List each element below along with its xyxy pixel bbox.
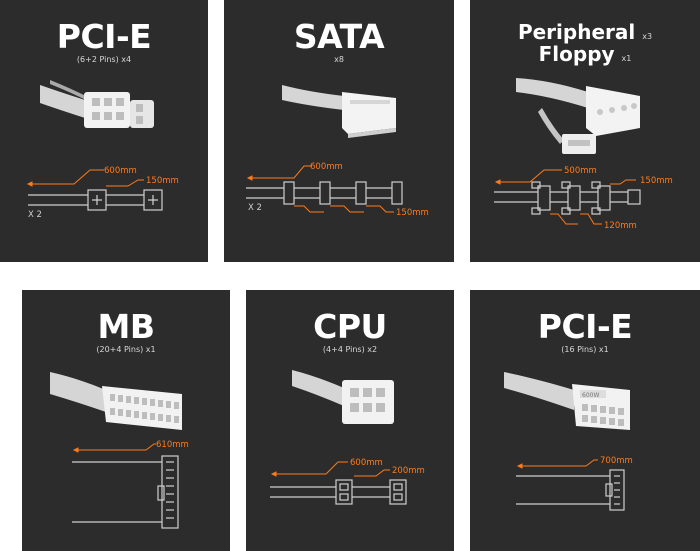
card-title: SATA <box>293 17 385 56</box>
cable-diagram: 500mm 150mm 120mm <box>494 78 673 231</box>
card-pcie-16pin: PCI-E (16 Pins) x1 600W 700mm <box>470 290 700 551</box>
length-mid-label: 120mm <box>604 221 637 231</box>
length-ext-label: 150mm <box>146 176 179 186</box>
card-title-floppy: Floppy x1 <box>470 44 700 64</box>
cable-diagram: 610mm <box>50 372 189 529</box>
card-sata: SATA x8 600mm 150mm X 2 <box>224 0 454 262</box>
card-subtitle: (4+4 Pins) x2 <box>322 345 378 354</box>
length-ext-label: 150mm <box>396 208 429 218</box>
floppy-label: Floppy <box>538 42 615 66</box>
cable-diagram: 600mm 150mm X 2 <box>26 80 179 220</box>
length-main-label: 600mm <box>310 162 343 172</box>
cable-diagram: 600mm 150mm X 2 <box>246 85 429 218</box>
card-title: MB <box>97 307 156 346</box>
length-main-label: 600mm <box>104 166 137 176</box>
card-pcie-8pin: PCI-E (6+2 Pins) x4 <box>0 0 208 262</box>
card-title: PCI-E <box>56 17 152 56</box>
connector-image <box>292 370 394 424</box>
floppy-count: x1 <box>621 54 632 63</box>
length-main-label: 500mm <box>564 166 597 176</box>
connector-image <box>50 372 182 430</box>
connector-image <box>282 85 396 138</box>
peripheral-label: Peripheral <box>517 20 636 44</box>
cable-diagram: 600W 700mm <box>504 372 633 511</box>
connector-image <box>516 78 640 154</box>
peripheral-count: x3 <box>642 32 653 41</box>
card-subtitle: (16 Pins) x1 <box>561 345 609 354</box>
card-subtitle: (6+2 Pins) x4 <box>76 55 132 64</box>
length-ext-label: 200mm <box>392 466 425 476</box>
connector-image: 600W <box>504 372 630 430</box>
card-title: CPU <box>313 307 387 346</box>
card-subtitle: x8 <box>334 55 344 64</box>
card-title: PCI-E <box>537 307 633 346</box>
card-title-peripheral: Peripheral x3 <box>470 22 700 42</box>
quantity-label: X 2 <box>248 203 262 213</box>
card-mb: MB (20+4 Pins) x1 610mm <box>22 290 230 551</box>
card-peripheral: Peripheral x3 Floppy x1 <box>470 0 700 262</box>
cable-diagram: 600mm 200mm <box>270 370 425 505</box>
quantity-label: X 2 <box>28 210 42 220</box>
length-main-label: 700mm <box>600 456 633 466</box>
card-subtitle: (20+4 Pins) x1 <box>96 345 156 354</box>
length-main-label: 610mm <box>156 440 189 450</box>
connector-image <box>40 80 154 128</box>
card-cpu: CPU (4+4 Pins) x2 600mm 200mm <box>246 290 454 551</box>
length-ext-label: 150mm <box>640 176 673 186</box>
length-main-label: 600mm <box>350 458 383 468</box>
connector-rating-text: 600W <box>582 392 599 399</box>
